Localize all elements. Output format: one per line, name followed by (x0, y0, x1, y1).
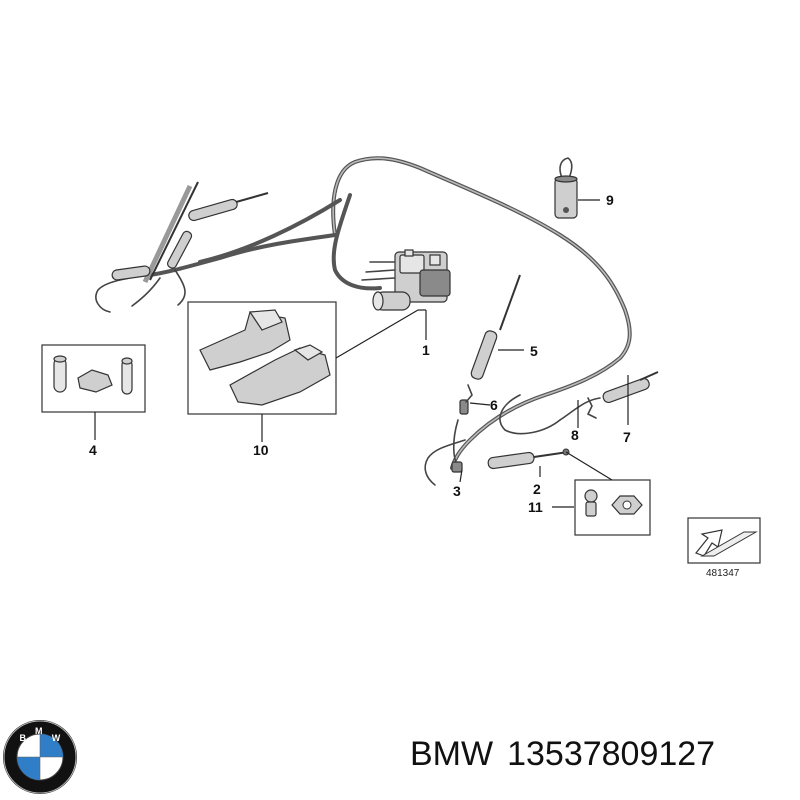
callout-10: 10 (253, 442, 269, 458)
callout-4: 4 (89, 442, 97, 458)
wiring-harness (95, 156, 632, 486)
callout-3: 3 (453, 483, 461, 499)
pin-part-9 (554, 157, 578, 219)
diagram-reference-symbol: 481347 (687, 517, 761, 579)
bmw-logo: B M W (3, 720, 77, 794)
callout-2: 2 (533, 481, 541, 497)
callout-11: 11 (528, 499, 543, 515)
lower-strut-part-2 (487, 448, 570, 470)
callout-8: 8 (571, 427, 579, 443)
callout-6: 6 (490, 397, 498, 413)
callout-1: 1 (422, 342, 430, 358)
inset-box-part-10 (187, 301, 419, 415)
inset-box-part-4 (41, 344, 146, 413)
hydraulic-pump-unit (361, 249, 451, 311)
diagram-ref-number: 481347 (706, 568, 740, 579)
part-number: 13537809127 (507, 735, 716, 773)
callout-9: 9 (606, 192, 614, 208)
callout-7: 7 (623, 429, 631, 445)
callout-leaders (94, 199, 629, 508)
connector-parts-3-6 (451, 384, 473, 473)
callout-numbers: 1 2 3 4 5 6 7 8 9 10 11 (89, 192, 631, 515)
inset-box-part-11 (574, 479, 651, 536)
left-strut-assembly (111, 181, 269, 284)
part-caption: BMW 13537809127 (410, 735, 729, 774)
gas-strut-part-5 (470, 274, 521, 380)
right-strut-part-7 (586, 371, 659, 419)
callout-5: 5 (530, 343, 538, 359)
svg-text:B M W: B M W (19, 726, 60, 743)
brand-name: BMW (410, 735, 494, 773)
